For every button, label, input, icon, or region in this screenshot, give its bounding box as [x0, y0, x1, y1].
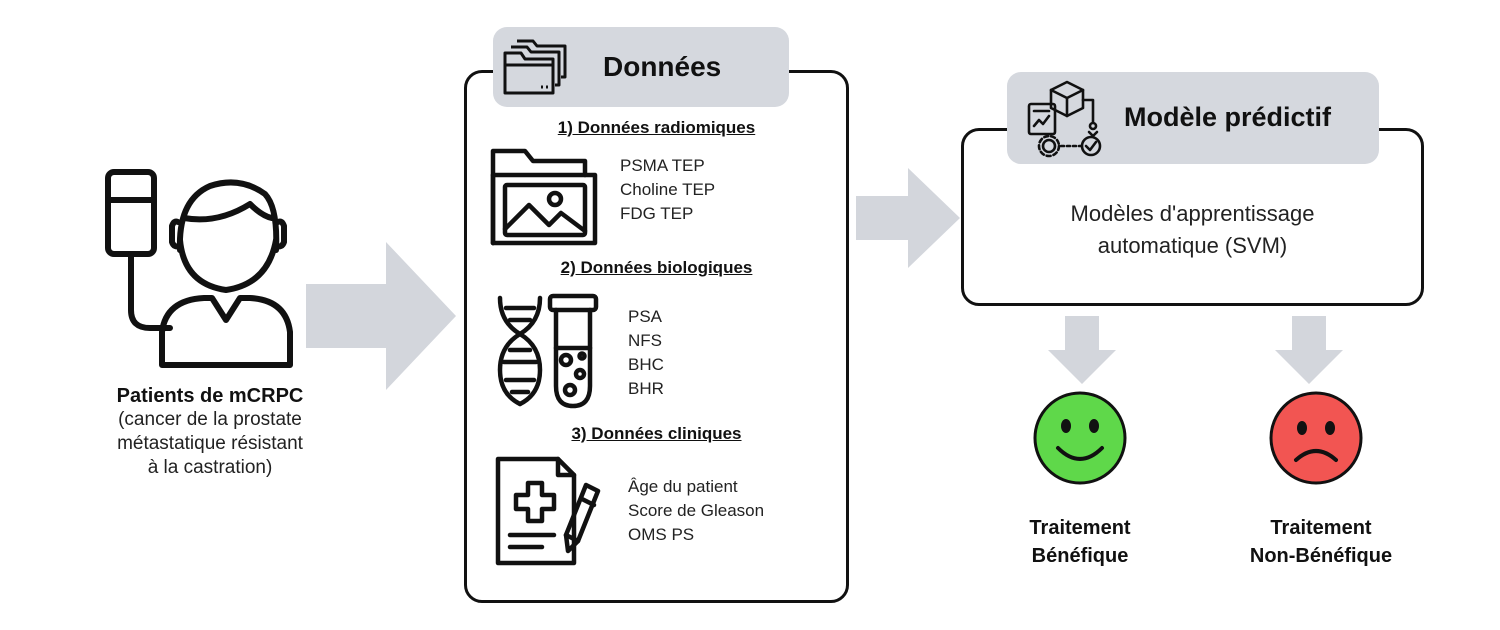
clinical-items: Âge du patient Score de Gleason OMS PS	[628, 475, 764, 547]
image-folder-icon	[490, 148, 598, 246]
outcome-beneficial-line-1: Traitement	[1029, 517, 1131, 539]
biology-items: PSA NFS BHC BHR	[628, 305, 664, 401]
data-panel-tab: Données	[493, 27, 789, 107]
model-line-1: Modèles d'apprentissage	[1070, 201, 1315, 226]
item-age: Âge du patient	[628, 477, 738, 496]
outcome-beneficial-line-2: Bénéfique	[1031, 545, 1129, 567]
arrow-right-2	[856, 168, 960, 268]
data-panel-title: Données	[603, 51, 722, 82]
model-line-2: automatique (SVM)	[1097, 233, 1288, 258]
outcome-non-beneficial-line-2: Non-Bénéfique	[1249, 545, 1393, 567]
folders-icon	[503, 39, 567, 95]
section-title-radiomics: 1) Données radiomiques	[557, 118, 756, 137]
model-pipeline-icon	[1027, 80, 1102, 158]
model-panel-title: Modèle prédictif	[1124, 102, 1332, 132]
item-psa: PSA	[628, 307, 663, 326]
arrow-down-1	[1048, 316, 1116, 384]
model-description: Modèles d'apprentissage automatique (SVM…	[961, 198, 1424, 262]
section-title-clinical: 3) Données cliniques	[571, 424, 742, 443]
outcome-beneficial-label: Traitement Bénéfique	[985, 514, 1175, 570]
patient-desc-line-3: à la castration)	[147, 457, 273, 478]
sad-face-icon	[1269, 391, 1363, 485]
section-title-biology: 2) Données biologiques	[560, 258, 753, 277]
patient-desc-line-2: métastatique résistant	[117, 433, 303, 454]
model-panel-tab: Modèle prédictif	[1007, 72, 1379, 164]
outcome-non-beneficial-label: Traitement Non-Bénéfique	[1216, 514, 1426, 570]
item-bhr: BHR	[628, 379, 664, 398]
item-psma-tep: PSMA TEP	[620, 156, 705, 175]
happy-face-icon	[1033, 391, 1127, 485]
patient-iv-icon	[105, 169, 293, 368]
item-bhc: BHC	[628, 355, 664, 374]
arrow-down-2	[1275, 316, 1343, 384]
item-gleason: Score de Gleason	[628, 501, 765, 520]
dna-test-tube-icon	[497, 293, 599, 409]
item-choline-tep: Choline TEP	[620, 180, 716, 199]
radiomics-items: PSMA TEP Choline TEP FDG TEP	[620, 154, 715, 226]
item-fdg-tep: FDG TEP	[620, 204, 694, 223]
outcome-non-beneficial-line-1: Traitement	[1270, 517, 1372, 539]
patient-desc-line-1: (cancer de la prostate	[118, 409, 302, 430]
arrow-right-1	[306, 242, 456, 390]
patient-caption: Patients de mCRPC (cancer de la prostate…	[60, 384, 360, 480]
item-oms-ps: OMS PS	[628, 525, 695, 544]
item-nfs: NFS	[628, 331, 662, 350]
patient-title: Patients de mCRPC	[116, 385, 304, 407]
medical-record-icon	[495, 456, 601, 566]
